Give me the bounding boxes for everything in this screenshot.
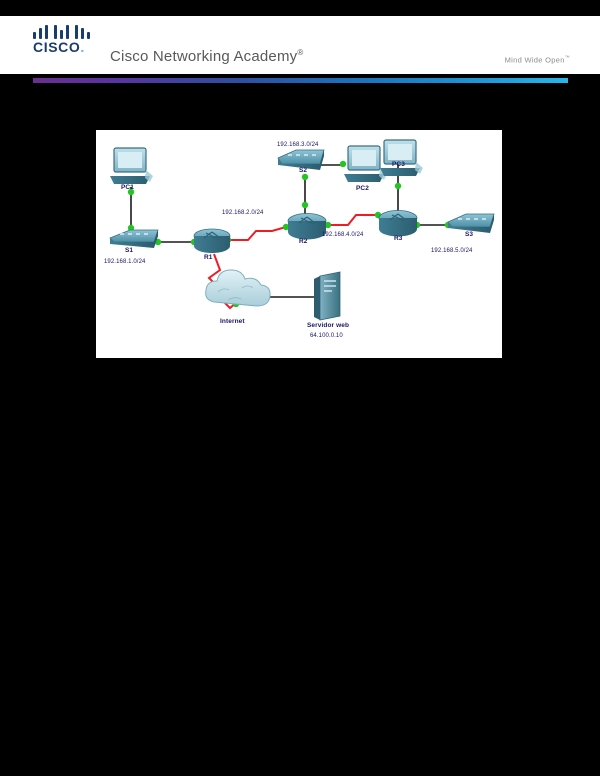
academy-title-text: Cisco Networking Academy: [110, 48, 298, 65]
device-r3-icon: [378, 210, 418, 237]
device-pc3-icon: [380, 139, 423, 176]
network-label-s1: 192.168.1.0/24: [104, 259, 146, 265]
cisco-logo: CISCO.: [33, 24, 103, 58]
ip-label-server: 64.100.0.10: [310, 333, 343, 339]
network-label-s2: 192.168.3.0/24: [277, 142, 319, 148]
device-label-pc2: PC2: [356, 185, 369, 192]
device-label-r3: R3: [394, 235, 403, 242]
page-title: Cisco Networking Academy®: [110, 48, 303, 65]
cisco-wordmark-dot: .: [80, 39, 85, 55]
device-s1-icon: [109, 229, 159, 248]
network-topology-diagram: PC1 S1 R1 S2 PC2 R2 R3 S3 PC3 Internet S…: [96, 130, 502, 358]
device-pc2-icon: [344, 145, 387, 182]
topology-graphics: [109, 139, 495, 321]
academy-title-trademark: ®: [297, 48, 304, 57]
device-label-pc1: PC1: [121, 184, 134, 191]
device-label-s3: S3: [465, 231, 474, 238]
device-label-internet: Internet: [220, 318, 245, 325]
device-label-r1: R1: [204, 254, 213, 261]
device-r2-icon: [287, 213, 327, 240]
device-server-icon: [314, 271, 341, 321]
header-gradient-divider: [33, 78, 568, 83]
device-label-s1: S1: [125, 247, 134, 254]
network-label-r2-r3: 192.168.4.0/24: [322, 232, 364, 238]
page-header: CISCO. Cisco Networking Academy® Mind Wi…: [0, 16, 600, 83]
device-internet-icon: [205, 269, 271, 307]
device-r1-icon: [193, 228, 231, 253]
link-r1-r2: [229, 226, 287, 241]
device-label-pc3: PC3: [392, 161, 405, 168]
device-label-s2: S2: [299, 167, 308, 174]
cisco-wordmark: CISCO.: [33, 39, 85, 55]
brand-tagline: Mind Wide Open™: [505, 55, 570, 65]
brand-tagline-text: Mind Wide Open: [504, 55, 565, 65]
network-label-r1-r2: 192.168.2.0/24: [222, 210, 264, 216]
cisco-wordmark-text: CISCO: [33, 39, 81, 55]
brand-tagline-trademark: ™: [564, 55, 570, 61]
device-label-r2: R2: [299, 238, 308, 245]
cisco-bars-icon: [33, 24, 103, 39]
device-pc1-icon: [110, 147, 153, 184]
device-s3-icon: [447, 213, 495, 233]
network-label-s3: 192.168.5.0/24: [431, 248, 473, 254]
device-label-server: Servidor web: [307, 322, 350, 329]
topology-canvas: PC1 S1 R1 S2 PC2 R2 R3 S3 PC3 Internet S…: [96, 130, 502, 358]
link-r2-r3: [328, 214, 378, 226]
device-s2-icon: [277, 149, 325, 170]
